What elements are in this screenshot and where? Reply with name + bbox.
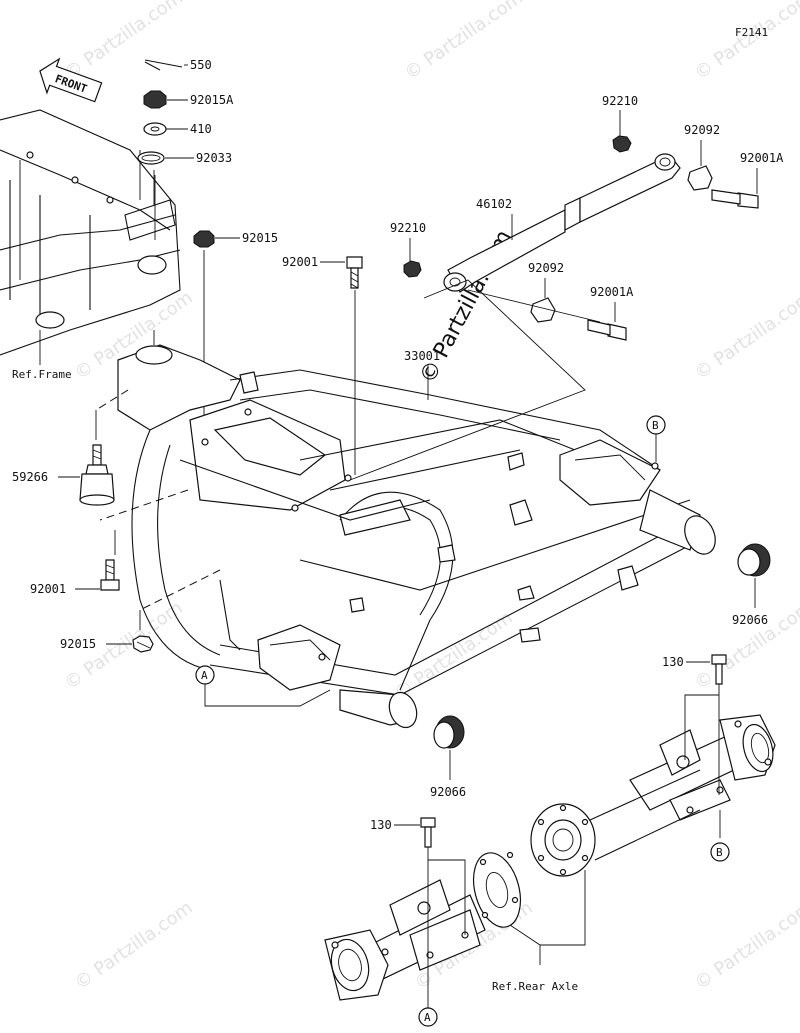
part-label-92033: 92033 [196,151,232,165]
bushing-92092-top: 92092 [684,123,720,191]
callout-label: A [201,669,208,682]
part-label-92092-mid: 92092 [528,261,564,275]
bushing-92092-mid: 92092 [528,261,564,323]
callout-label: B [652,419,659,432]
part-label-92015-left: 92015 [60,637,96,651]
ref-frame-drawing: Ref.Frame [0,109,181,381]
ring-92033: 92033 [137,151,232,165]
bolt-92001-left: 92001 [30,559,120,596]
part-label-92001-top: 92001 [282,255,318,269]
washer-410: 410 [143,122,212,136]
watermark: © Partzilla.com [71,897,197,994]
torque-rod-46102: 46102 [443,153,681,293]
nut-92210-top: 92210 [602,94,638,153]
part-label-130-left: 130 [370,818,392,832]
part-label-46102: 46102 [476,197,512,211]
part-label-92210-mid: 92210 [390,221,426,235]
nut-92015A: 92015A [143,90,234,109]
part-label-92066-right: 92066 [732,613,768,627]
watermark: © Partzilla.com [691,0,800,84]
ref-line [467,289,601,323]
watermark: © Partzilla.com [691,597,800,694]
watermark: © Partzilla.com [691,287,800,384]
part-label-550: 550 [190,58,212,72]
ref-line [349,279,586,481]
callout-label: A [424,1011,431,1024]
bolt-92001-top: 92001 [282,255,363,289]
part-label-59266: 59266 [12,470,48,484]
cap-92066-bottom: 92066 [430,715,466,799]
part-label-410: 410 [190,122,212,136]
part-label-92001A-mid: 92001A [590,285,634,299]
nut-92015-left: 92015 [60,635,154,653]
bolt-92001A-top: 92001A [711,151,784,209]
ref-rear-axle-label: Ref.Rear Axle [492,980,578,993]
watermark: © Partzilla.com [61,0,187,84]
frame-33001: 33001 [117,344,716,729]
nut-92015-top: 92015 [193,230,278,248]
part-label-92015A: 92015A [190,93,234,107]
rear-axle-right: 130 [629,654,776,838]
nut-92210-mid: 92210 [390,221,426,278]
ball-joint-59266: 59266 [12,444,115,506]
front-arrow-icon: FRONT [39,57,103,103]
cap-92066-right: 92066 [732,543,771,627]
part-label-92092-top: 92092 [684,123,720,137]
callout-b-top: B [646,415,666,462]
part-label-92066-bottom: 92066 [430,785,466,799]
dashed-leader [99,489,189,521]
callout-a-left: A [195,665,331,707]
ref-rear-axle: Ref.Rear Axle [492,870,586,993]
dashed-leader [95,389,129,411]
callout-b-right: B [710,842,730,862]
part-label-130-right: 130 [662,655,684,669]
ref-frame-label: Ref.Frame [12,368,72,381]
bolt-92001A-mid: 92001A [587,285,634,341]
rear-axle-hub [530,769,701,877]
part-label-92001A-top: 92001A [740,151,784,165]
part-label-92210-top: 92210 [602,94,638,108]
watermark: © Partzilla.com [691,897,800,994]
dashed-leader [139,569,221,611]
watermark: © Partzilla.com [401,0,527,84]
rear-axle-left: 130 [324,817,522,1008]
figure-code: F2141 [735,26,768,39]
pin-550: 550 [144,58,212,72]
part-label-92015-top: 92015 [242,231,278,245]
callout-label: B [716,846,723,859]
callout-a-bottom: A [418,1007,438,1027]
part-label-92001-left: 92001 [30,582,66,596]
part-label-33001: 33001 [404,349,440,363]
